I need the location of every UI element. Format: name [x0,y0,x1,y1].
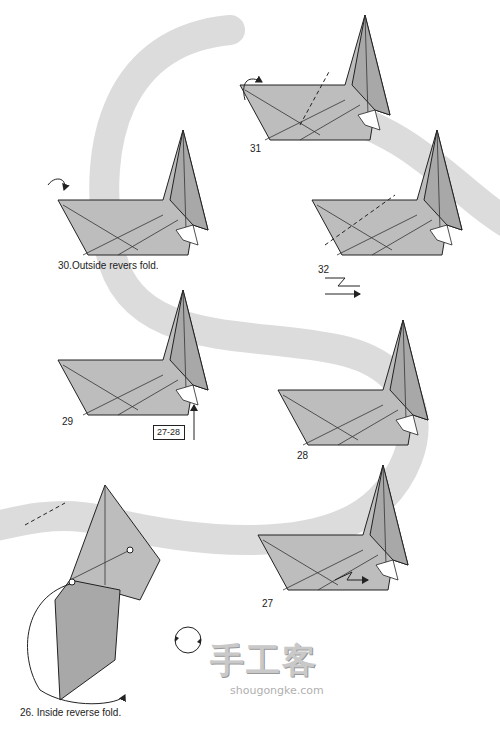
step-number: 32 [318,264,329,276]
step-caption: 26. Inside reverse fold. [20,707,121,719]
step-number: 27 [262,598,273,610]
step-number: 31 [250,143,261,155]
step-number: 29 [62,416,73,428]
step-reference: 27-28 [157,427,181,438]
watermark-url: shougongke.com [230,684,324,697]
reference-box: 27-28 [153,425,185,440]
watermark: 手工客 [210,640,318,681]
step-number: 28 [297,450,308,462]
step-caption: 30.Outside revers fold. [58,260,159,272]
